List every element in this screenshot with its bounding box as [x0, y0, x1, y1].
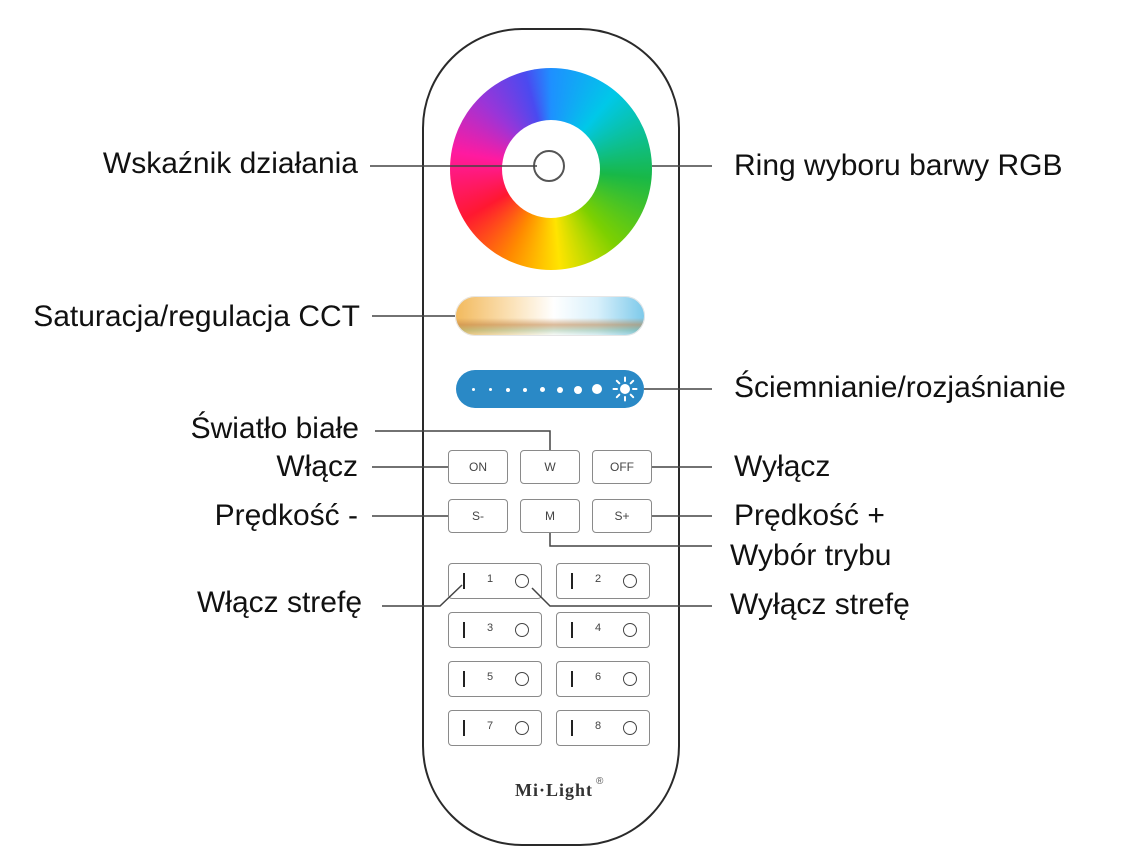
zone-button-6[interactable]: 6: [556, 661, 650, 697]
mode-button[interactable]: M: [520, 499, 580, 533]
zone-on-icon[interactable]: [463, 671, 465, 687]
zone-off-icon[interactable]: [515, 721, 529, 735]
sun-icon: [612, 376, 638, 402]
zone-off-icon[interactable]: [515, 574, 529, 588]
label-indicator: Wskaźnik działania: [102, 147, 358, 180]
saturation-cct-slider[interactable]: [455, 296, 645, 336]
zone-button-7[interactable]: 7: [448, 710, 542, 746]
speed-plus-button[interactable]: S+: [592, 499, 652, 533]
zone-off-icon[interactable]: [515, 672, 529, 686]
status-indicator-icon: [533, 150, 565, 182]
zone-off-icon[interactable]: [623, 721, 637, 735]
zone-number: 2: [595, 573, 602, 585]
brightness-dot-icon: [592, 384, 602, 394]
speed-minus-button[interactable]: S-: [448, 499, 508, 533]
label-dimming: Ściemnianie/rozjaśnianie: [734, 371, 1066, 404]
zone-on-icon[interactable]: [571, 720, 573, 736]
label-speed-minus: Prędkość -: [214, 499, 358, 532]
brightness-dot-icon: [557, 386, 563, 393]
brightness-dot-icon: [506, 387, 510, 392]
zone-off-icon[interactable]: [623, 623, 637, 637]
zone-off-icon[interactable]: [623, 672, 637, 686]
on-button[interactable]: ON: [448, 450, 508, 484]
brightness-dot-icon: [489, 388, 492, 391]
zone-button-2[interactable]: 2: [556, 563, 650, 599]
label-speed-plus: Prędkość +: [734, 499, 885, 532]
label-zone-off: Wyłącz strefę: [730, 588, 910, 621]
zone-number: 1: [487, 573, 494, 585]
off-button[interactable]: OFF: [592, 450, 652, 484]
zone-button-3[interactable]: 3: [448, 612, 542, 648]
label-saturation-cct: Saturacja/regulacja CCT: [33, 300, 360, 333]
brightness-dot-icon: [523, 387, 527, 392]
label-mode: Wybór trybu: [730, 539, 892, 572]
label-zone-on: Włącz strefę: [196, 586, 362, 619]
brand-logo: Mi·Light: [514, 780, 593, 800]
zone-button-5[interactable]: 5: [448, 661, 542, 697]
brightness-dot-icon: [472, 388, 475, 391]
label-on: Włącz: [276, 450, 358, 483]
zone-number: 4: [595, 622, 602, 634]
zone-on-icon[interactable]: [571, 622, 573, 638]
zone-number: 3: [487, 622, 494, 634]
zone-number: 7: [487, 720, 494, 732]
brightness-dot-icon: [574, 385, 582, 394]
white-light-button[interactable]: W: [520, 450, 580, 484]
registered-mark: ®: [596, 776, 604, 787]
zone-on-icon[interactable]: [463, 622, 465, 638]
brightness-dot-icon: [540, 387, 545, 392]
zone-on-icon[interactable]: [463, 720, 465, 736]
zone-on-icon[interactable]: [571, 671, 573, 687]
label-rgb-ring: Ring wyboru barwy RGB: [734, 149, 1063, 182]
zone-off-icon[interactable]: [515, 623, 529, 637]
label-white-light: Światło białe: [190, 412, 359, 445]
zone-off-icon[interactable]: [623, 574, 637, 588]
zone-number: 8: [595, 720, 602, 732]
zone-number: 6: [595, 671, 602, 683]
zone-button-1[interactable]: 1: [448, 563, 542, 599]
zone-on-icon[interactable]: [571, 573, 573, 589]
zone-button-4[interactable]: 4: [556, 612, 650, 648]
label-off: Wyłącz: [734, 450, 831, 483]
zone-number: 5: [487, 671, 494, 683]
zone-on-icon[interactable]: [463, 573, 465, 589]
zone-button-8[interactable]: 8: [556, 710, 650, 746]
